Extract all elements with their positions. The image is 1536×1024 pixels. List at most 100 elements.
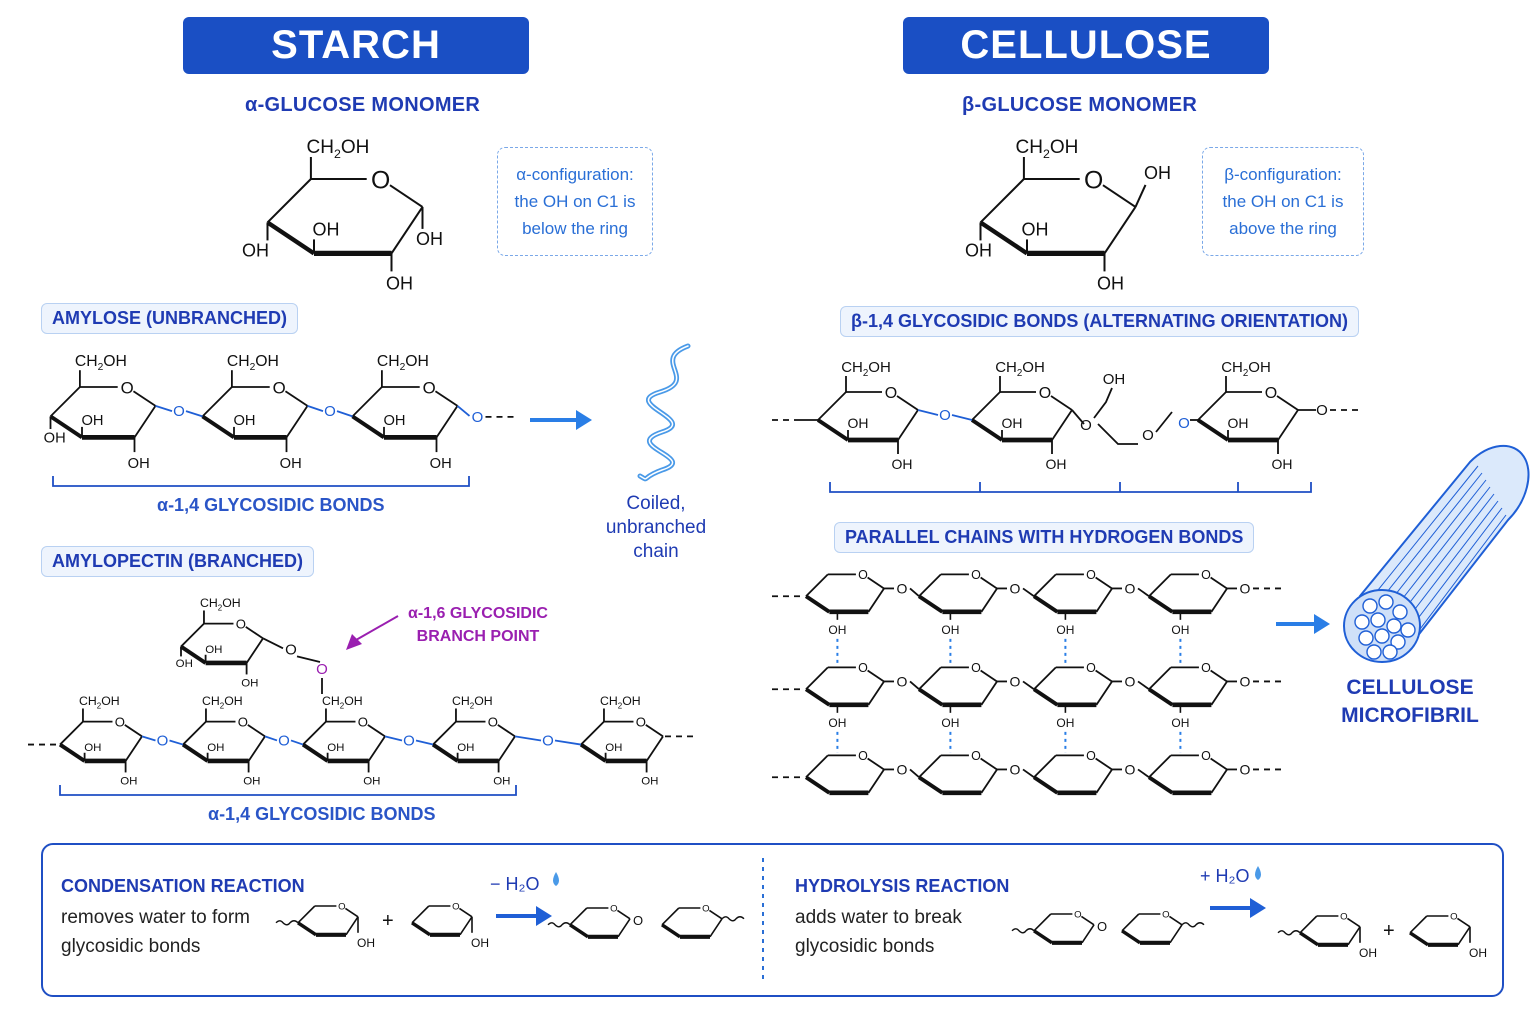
- ring-bond: [661, 907, 680, 926]
- amylose-link-oxygen: O: [324, 403, 336, 420]
- cellulose-zig-oh: OH: [1103, 371, 1126, 388]
- branch-point-oxygen: O: [316, 661, 328, 678]
- condensation-arrow-head: [536, 906, 552, 926]
- amylopectin-branch-ring: [179, 622, 264, 666]
- amylopectin-link-bond: [384, 735, 403, 742]
- hydrolysis-product-1-oh-label: OH: [1359, 946, 1377, 960]
- amylopectin-link-bond: [264, 735, 278, 742]
- ring-oxygen-label: O: [971, 661, 981, 675]
- parallel-link-oxygen: O: [1010, 761, 1021, 777]
- ring-bond: [351, 386, 383, 418]
- condensation-reactant-2-oh-label: OH: [471, 936, 489, 950]
- chain-c3-oh-label: OH: [383, 413, 405, 429]
- ring-front-bond: [1147, 594, 1174, 614]
- chain-c3-oh-label: OH: [327, 742, 344, 754]
- ring-bond: [1210, 669, 1228, 683]
- parallel-glucose-ring: [804, 666, 885, 708]
- parallel-glucose-ring: [917, 666, 998, 708]
- amylopectin-bracket: [59, 785, 517, 796]
- ring-bond: [1456, 917, 1471, 928]
- parallel-oh-label: OH: [1171, 716, 1189, 730]
- ring-bond: [1276, 395, 1299, 411]
- ring-front-bond: [179, 644, 207, 665]
- parallel-oh-label: OH: [828, 623, 846, 637]
- hydrolysis-desc-line-1: adds water to break: [795, 907, 962, 928]
- parallel-link-bond: [1022, 587, 1035, 597]
- ring-bond: [805, 754, 829, 778]
- ring-oxygen-label: O: [115, 715, 125, 730]
- ring-oxygen-label: O: [1201, 568, 1211, 582]
- beta-config-note: β-configuration: the OH on C1 is above t…: [1202, 147, 1364, 256]
- condensation-product-2: [661, 907, 723, 939]
- chain-ch2oh-label: CH2OH: [75, 353, 127, 373]
- ring-bond: [645, 735, 664, 762]
- chain-c3-oh-label: OH: [205, 644, 222, 656]
- parallel-glucose-ring: [1147, 754, 1228, 796]
- ring-bond: [411, 905, 430, 924]
- ring-bond: [1168, 915, 1183, 926]
- ring-bond: [132, 390, 156, 407]
- ring-bond: [124, 735, 143, 762]
- microfibril-fiber-end: [1400, 622, 1416, 638]
- ring-bond: [284, 390, 308, 407]
- ring-bond: [367, 735, 386, 762]
- alpha-note-line-1: α-configuration:: [516, 165, 634, 184]
- ring-bond: [805, 666, 829, 690]
- ring-oxygen-label: O: [488, 715, 498, 730]
- ring-bond: [1299, 915, 1318, 934]
- microfibril-fiber-end: [1358, 630, 1374, 646]
- ring-bond: [245, 626, 264, 640]
- chain-c3-oh-label: OH: [605, 742, 622, 754]
- amylopectin-link-oxygen: O: [157, 732, 169, 749]
- ring-oxygen-label: O: [236, 617, 246, 632]
- amylose-arrow-head: [576, 410, 592, 430]
- ring-bond: [344, 907, 359, 918]
- ring-bond: [1095, 757, 1113, 771]
- parallel-glucose-ring: [1147, 573, 1228, 615]
- parallel-glucose-ring: [1032, 666, 1113, 708]
- chain-c3-oh-label: OH: [233, 413, 255, 429]
- ring-bond: [458, 907, 473, 918]
- hydrolysis-arrow-head: [1250, 898, 1266, 918]
- ring-oxygen-label: O: [1086, 749, 1096, 763]
- ring-bond: [1210, 768, 1228, 794]
- coil-label: Coiled, unbranched chain: [596, 492, 716, 564]
- microfibril-fiber-end: [1386, 618, 1402, 634]
- parallel-link-bond: [1137, 587, 1150, 597]
- parallel-link-bond: [1137, 768, 1150, 778]
- condensation-product-oxygen: O: [633, 913, 643, 928]
- ring-front-bond: [1299, 931, 1319, 947]
- ring-bond: [867, 587, 885, 613]
- condensation-desc: removes water to form glycosidic bonds: [61, 903, 250, 961]
- ring-bond: [245, 637, 264, 664]
- microfibril-fiber-end: [1390, 634, 1406, 650]
- ring-front-bond: [804, 594, 831, 614]
- amylose-link-bond: [185, 410, 203, 418]
- condensation-product-1-wavy-left: [547, 922, 571, 928]
- chain-c3-oh-label: OH: [207, 742, 224, 754]
- ring-bond: [59, 720, 84, 746]
- parallel-end-oxygen: O: [1240, 580, 1251, 596]
- alpha-ch2oh-label: CH2OH: [306, 137, 369, 161]
- microfibril-cylinder: [1343, 444, 1530, 663]
- chain-ch2oh-label: CH2OH: [227, 353, 279, 373]
- ring-bond: [980, 669, 998, 683]
- parallel-link-bond: [1022, 768, 1035, 778]
- microfibril-strand: [1404, 514, 1507, 650]
- beta-note-line-3: above the ring: [1229, 219, 1337, 238]
- beta-glucose-ring: [979, 178, 1137, 256]
- condensation-product-2-wavy-right: [721, 916, 745, 922]
- parallel-link-oxygen: O: [1010, 580, 1021, 596]
- amylopectin-title: AMYLOPECTIN (BRANCHED): [41, 546, 314, 577]
- beta-c4-oh-label: OH: [965, 240, 992, 260]
- amylopectin-bonds-caption: α-1,4 GLYCOSIDIC BONDS: [208, 804, 436, 824]
- amylose-bracket: [52, 476, 470, 487]
- chain-c3-oh-label: OH: [457, 742, 474, 754]
- amylose-glucose-ring: [201, 386, 309, 440]
- coil-helix: [637, 343, 691, 482]
- condensation-water: − H₂O: [490, 874, 540, 894]
- hydrolysis-product-2: [1409, 915, 1471, 947]
- ring-front-bond: [917, 687, 944, 707]
- parallel-link-oxygen: O: [1125, 580, 1136, 596]
